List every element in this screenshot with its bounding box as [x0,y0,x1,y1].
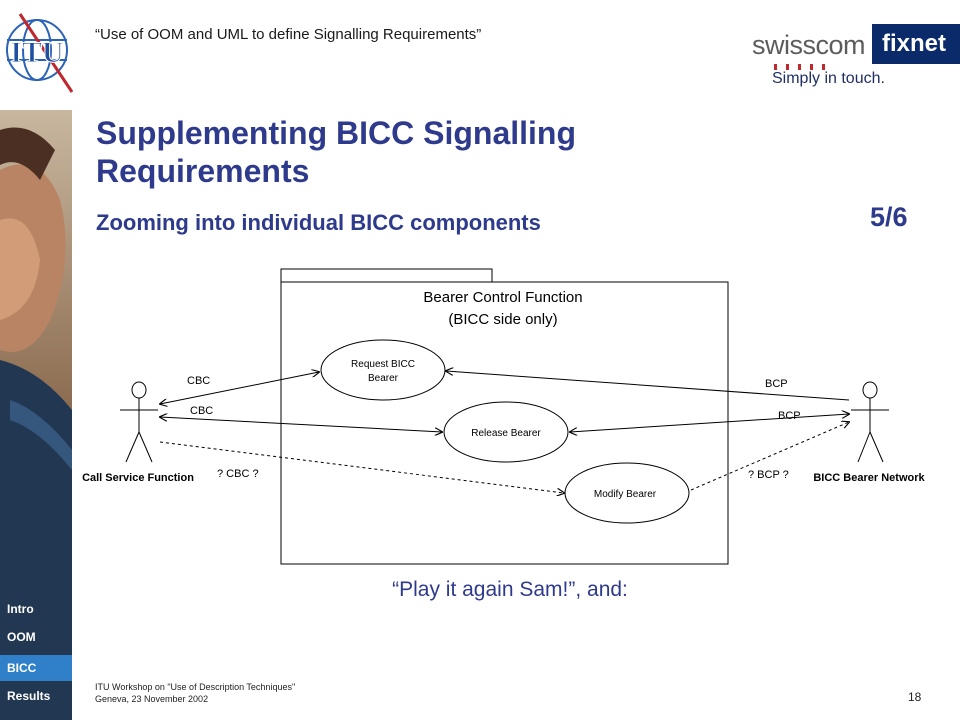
actor-bicc-bearer-network [851,381,889,463]
slide-subtitle: Zooming into individual BICC components [96,210,541,235]
sidebar-photo [0,110,72,720]
svg-text:Request BICC: Request BICC [351,359,415,370]
brand-dots-icon [774,64,825,70]
footer-date: Geneva, 23 November 2002 [95,694,209,704]
svg-text:Modify Bearer: Modify Bearer [594,489,657,500]
brand-tagline: Simply in touch. [772,70,885,87]
use-case-request-bicc-bearer: Request BICC Bearer [320,339,446,401]
slide-number: 18 [908,690,922,704]
assoc-bcp-release [570,414,849,432]
svg-text:Bearer: Bearer [368,373,399,384]
use-case-modify-bearer: Modify Bearer [564,462,690,524]
nav-results[interactable]: Results [7,689,51,703]
header-title: “Use of OOM and UML to define Signalling… [95,26,482,43]
nav-intro[interactable]: Intro [7,602,34,616]
label-bcp-1: BCP [765,378,788,390]
actor-call-service-function [120,381,158,463]
svg-text:Release Bearer: Release Bearer [471,428,541,439]
itu-logo-text: ITU [10,36,63,69]
page-indicator: 5/6 [870,202,908,232]
brand-badge: fixnet [872,24,960,64]
brand-name: swisscom [752,30,866,60]
itu-logo: ITU [0,0,80,100]
slide-title: Supplementing BICC Signalling Requiremen… [96,115,576,189]
assoc-cbc-modify [159,441,564,493]
footer-event: ITU Workshop on "Use of Description Tech… [95,682,296,692]
label-bcp-2: BCP [778,410,801,422]
actor-label-left: Call Service Function [82,472,194,484]
nav-oom[interactable]: OOM [7,630,36,644]
assoc-bcp-request [446,371,850,401]
label-cbc-1: CBC [187,375,210,387]
nav-bicc[interactable]: BICC [0,655,72,681]
sidebar: Intro OOM BICC Results [0,110,72,720]
package-subtitle: (BICC side only) [448,311,557,328]
label-cbc-2: CBC [190,405,213,417]
use-case-release-bearer: Release Bearer [443,401,569,463]
label-bcp-3: ? BCP ? [748,469,789,481]
swisscom-logo: swisscom fixnet Simply in touch. [750,22,960,92]
assoc-cbc-request [160,372,319,404]
assoc-bcp-modify [690,422,849,491]
slide-caption: “Play it again Sam!”, and: [392,578,628,601]
actor-label-right: BICC Bearer Network [813,472,925,484]
assoc-cbc-release [160,417,442,432]
package-title: Bearer Control Function [423,289,582,306]
label-cbc-3: ? CBC ? [217,468,259,480]
